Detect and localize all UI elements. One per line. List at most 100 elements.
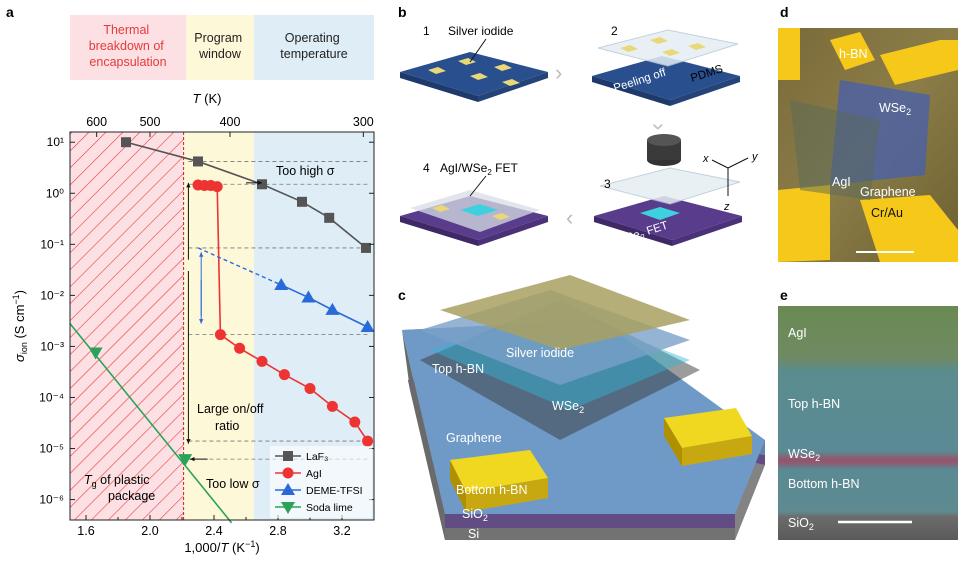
xyz-axes: x y z [702,151,759,213]
top-tick-label: 400 [220,115,241,129]
panel-label-d: d [780,4,789,20]
operating-region-label: Operating temperature [280,31,347,61]
data-point [178,454,193,467]
legend-label: AgI [306,468,322,480]
data-point [361,242,371,253]
tg-label-2: package [108,489,155,503]
data-point [362,435,374,447]
data-point [256,355,268,367]
legend-marker [282,467,294,479]
ratio-arrow-down-head [186,439,191,444]
x-tick-label: 2.4 [205,524,222,538]
too-high-label: Too high σ [276,164,335,178]
y-tick-label: 10⁻⁶ [39,493,64,507]
hbn-label-d: h-BN [839,47,867,61]
silver-iodide-layer [440,275,690,350]
series-1 [192,179,374,447]
data-point [278,369,290,381]
too-high-arrow-head [257,180,262,186]
legend-marker [281,502,295,514]
x-tick-label: 1.6 [77,524,94,538]
y-tick-label: 10⁻⁴ [39,390,64,404]
legend-label: Soda lime [306,502,353,514]
arrow-2-3: › [647,123,672,130]
data-point [193,156,203,167]
too-low-label: Too low σ [206,477,260,491]
operating-region-box [254,15,374,80]
data-point [301,290,316,303]
deme-arrow-up-head [199,252,204,257]
data-point [211,181,223,193]
x-axis-label: 1,000/T (K−1) [184,539,259,555]
series-layer [69,137,375,524]
step-2-chip [592,29,740,106]
data-point [234,342,246,354]
arrow-3-4: ‹ [566,205,573,230]
agi-label-d: AgI [832,175,851,189]
x-tick-label: 3.2 [333,524,350,538]
series-line [280,284,368,328]
data-point [257,179,267,190]
agi-wse2-label: AgI/WSe2 FET [440,161,518,177]
step-4-number: 4 [423,161,430,175]
panel-label-c: c [398,287,406,303]
arrow-1-2: › [555,60,562,85]
step-1-chip [400,52,548,102]
agi-wse2-pointer [469,175,487,197]
top-tick-label: 500 [140,115,161,129]
data-point [214,329,226,341]
silver-iodide-pointer [469,38,487,63]
deme-dashed-segment [197,247,282,286]
data-point [297,196,307,207]
legend-label: LaF₃ [306,451,328,463]
svg-text:z: z [723,201,730,213]
program-region-box [186,15,254,80]
legend-marker [281,483,295,495]
panel-a: a Thermal breakdown of encapsulation Pro… [6,4,375,555]
y-tick-label: 10⁻¹ [40,237,64,251]
large-ratio-label: Large on/off ratio [197,402,267,433]
sio2-label-e: SiO2 [788,516,814,532]
data-point [304,382,316,394]
panel-e: e AgI Top h-BN WSe2 Bottom h-BN SiO2 [778,287,958,540]
sio2-label-c: SiO2 [462,507,488,523]
data-point [325,302,340,315]
program-region-label: Program window [194,31,245,61]
tg-label: Tg of plastic [84,473,149,489]
series-line [125,141,367,249]
y-tick-label: 10⁻² [40,288,64,302]
annotation-arrows [186,180,262,462]
silver-iodide-label-b: Silver iodide [448,24,514,38]
graphene-label-c: Graphene [446,431,502,445]
wse2-label-c: WSe2 [552,399,584,415]
series-0 [121,137,371,253]
plot-frame [69,131,375,521]
graphene-label-d: Graphene [860,185,916,199]
agi-flake [790,100,880,200]
crau-label-d: Cr/Au [871,206,903,220]
agi-label-e: AgI [788,326,807,340]
bottom-hbn-label-c: Bottom h-BN [456,483,528,497]
electrode-right [664,408,752,466]
panel-b: b 1 Silver iodide › 2 PDMS P [398,4,759,248]
y-axis-label: σion (S cm−1) [11,290,29,362]
wse2-label-e: WSe2 [788,447,820,463]
panel-label-e: e [780,287,788,303]
data-point [349,416,361,428]
panel-label-b: b [398,4,407,20]
top-axis-label: T (K) [193,91,222,106]
silver-iodide-label-c: Silver iodide [506,346,574,360]
data-point [360,320,375,333]
step-2-number: 2 [611,24,618,38]
step-3-number: 3 [604,177,611,191]
thermal-region-box [70,15,186,80]
x-tick-label: 2.0 [141,524,158,538]
data-point [274,277,289,290]
thermal-region-label: Thermal breakdown of encapsulation [89,23,168,69]
panel-c: c Silver iodide Top h-BN WSe2 Graphene B… [398,275,765,541]
wse2-label-d: WSe2 [879,101,911,117]
top-hbn-label-e: Top h-BN [788,397,840,411]
series-3 [69,323,233,524]
